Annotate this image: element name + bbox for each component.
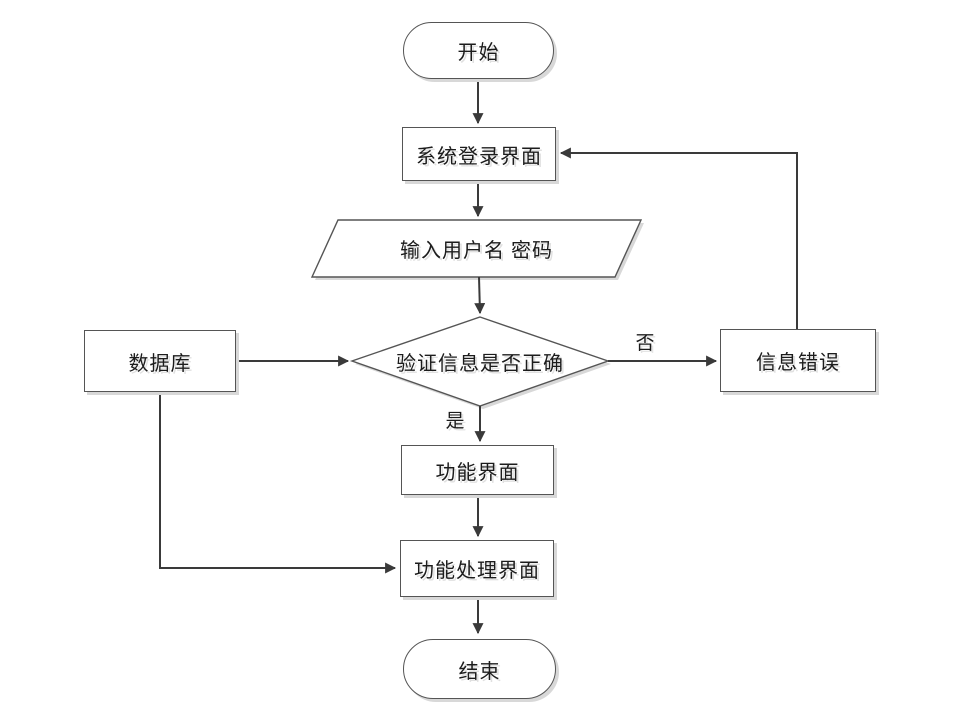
node-login-label: 系统登录界面 bbox=[416, 145, 542, 168]
node-login: 系统登录界面 bbox=[402, 127, 556, 181]
branch-label-no: 否 bbox=[635, 333, 655, 354]
node-end-label: 结束 bbox=[458, 660, 501, 683]
node-start: 开始 bbox=[403, 22, 554, 79]
node-function-process: 功能处理界面 bbox=[400, 540, 554, 597]
branch-label-yes: 是 bbox=[445, 411, 465, 432]
node-database-label: 数据库 bbox=[128, 352, 192, 375]
input-parallelogram-shape bbox=[310, 219, 643, 278]
node-start-label: 开始 bbox=[457, 42, 500, 64]
edge-error-to-login bbox=[559, 147, 798, 329]
node-end: 结束 bbox=[403, 639, 556, 699]
node-function-ui: 功能界面 bbox=[401, 445, 554, 495]
node-error: 信息错误 bbox=[720, 329, 876, 392]
node-function-process-label: 功能处理界面 bbox=[414, 560, 540, 582]
edge-input-to-verify bbox=[474, 276, 486, 315]
decision-diamond-shape bbox=[349, 316, 611, 407]
node-function-ui-label: 功能界面 bbox=[435, 461, 520, 484]
node-database: 数据库 bbox=[84, 330, 236, 392]
node-error-label: 信息错误 bbox=[756, 352, 840, 374]
edge-database-to-function-process bbox=[159, 392, 397, 574]
